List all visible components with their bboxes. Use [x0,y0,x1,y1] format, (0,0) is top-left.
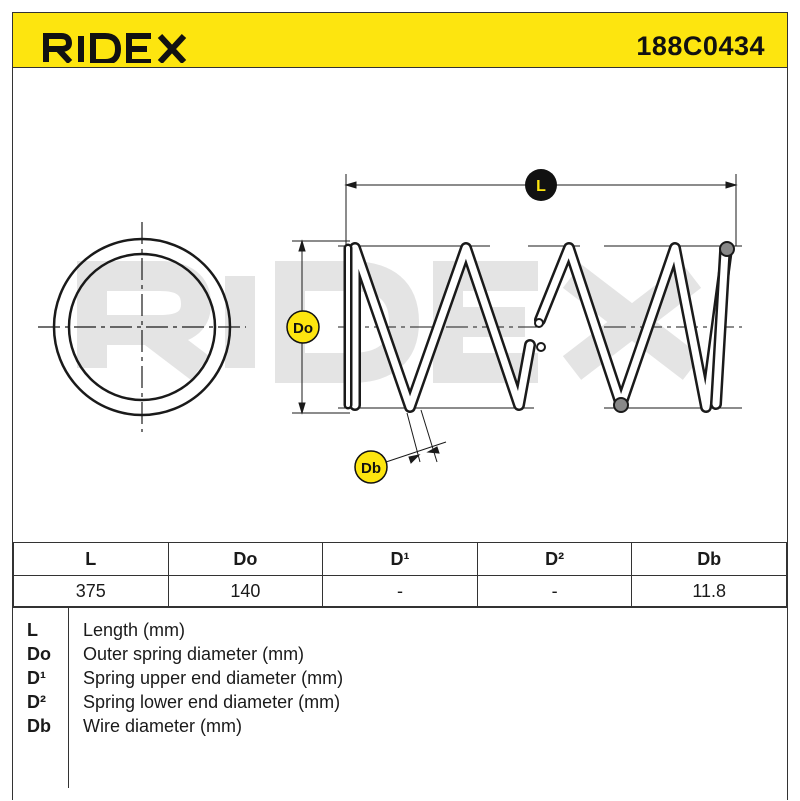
value-upper-end-diameter: - [322,575,478,607]
spec-value-row: 375 140 - - 11.8 [13,575,787,607]
header-length: L [13,542,169,576]
legend-desc: Length (mm) [83,620,186,640]
legend-item: D¹ Spring upper end diameter (mm) [13,668,787,692]
legend-desc: Spring upper end diameter (mm) [83,668,344,688]
value-wire-diameter: 11.8 [631,575,787,607]
svg-text:Do: Do [293,320,313,337]
header-wire-diameter: Db [631,542,787,576]
value-lower-end-diameter: - [476,575,633,607]
legend-desc: Outer spring diameter (mm) [83,644,305,664]
outer-diameter-badge: Do [286,310,320,344]
legend: L Length (mm) Do Outer spring diameter (… [13,607,787,801]
legend-desc: Spring lower end diameter (mm) [83,692,341,712]
svg-text:L: L [536,178,546,195]
header-outer-diameter: Do [167,542,324,576]
header-lower-end-diameter: D² [476,542,633,576]
legend-key: Do [27,644,51,664]
legend-key: D¹ [27,668,46,688]
svg-text:Db: Db [361,460,381,477]
spring-diagram: L Do Db [38,169,742,484]
sheet-frame [12,12,788,800]
ridex-logo [43,33,187,63]
legend-item: D² Spring lower end diameter (mm) [13,692,787,716]
ridex-watermark [77,261,702,383]
legend-key: L [27,620,38,640]
spring-side-view: L Do Db [286,169,742,484]
spring-end-view [38,222,246,432]
legend-key: D² [27,692,46,712]
wire-diameter-badge: Db [354,450,388,484]
legend-item: Do Outer spring diameter (mm) [13,644,787,668]
legend-key: Db [27,716,51,736]
spec-header-row: L Do D¹ D² Db [13,542,787,576]
part-number: 188C0434 [636,31,765,61]
header-upper-end-diameter: D¹ [322,542,478,576]
legend-desc: Wire diameter (mm) [83,716,243,736]
legend-item: Db Wire diameter (mm) [13,716,787,740]
legend-item: L Length (mm) [13,620,787,644]
legend-divider [68,608,69,788]
header-bar: 188C0434 [13,13,787,68]
spec-table: L Do D¹ D² Db 375 140 - - 11.8 [13,542,787,607]
value-outer-diameter: 140 [167,575,324,607]
value-length: 375 [13,575,169,607]
length-badge: L [525,169,557,201]
